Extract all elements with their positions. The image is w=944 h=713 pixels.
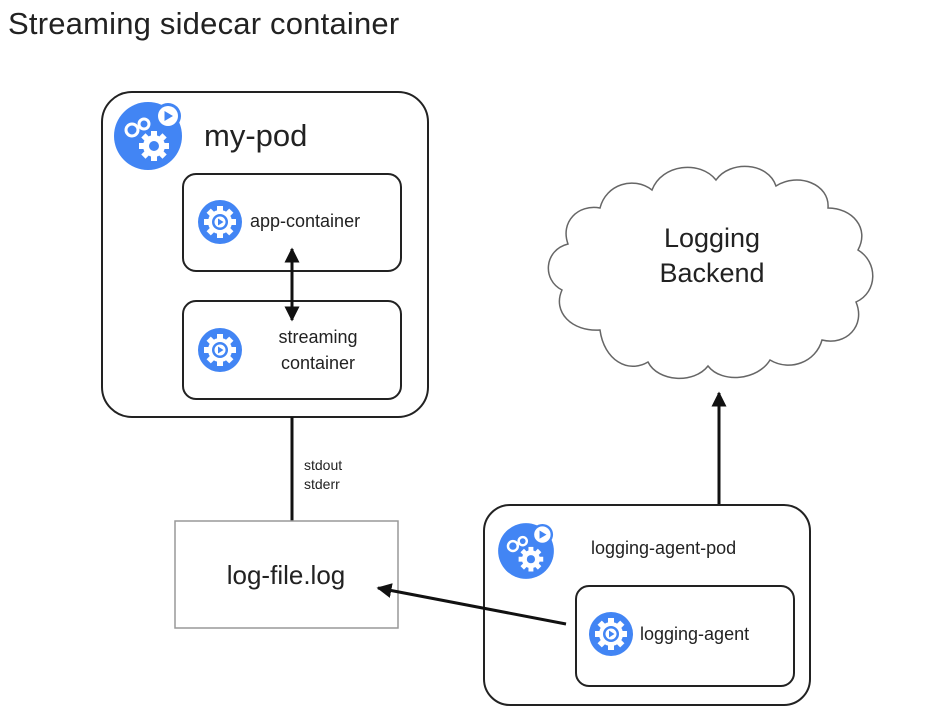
logging-agent-label: logging-agent: [640, 624, 749, 644]
log-file-label: log-file.log: [227, 560, 346, 590]
container-gear-play-icon: [589, 612, 633, 656]
stdout-label: stdout: [304, 457, 342, 473]
logging-agent-box: [575, 585, 795, 687]
container-gear-play-icon: [198, 328, 242, 372]
logging-backend-line1: Logging: [664, 223, 760, 253]
pod-gears-play-icon: [112, 100, 184, 172]
page-title: Streaming sidecar container: [8, 6, 400, 41]
pod-gears-play-icon: [496, 521, 556, 581]
app-container-label: app-container: [250, 211, 360, 231]
container-gear-play-icon: [198, 200, 242, 244]
agent-logfile-arrow: [376, 583, 567, 626]
log-file-box: [174, 520, 399, 629]
logging-backend-line2: Backend: [659, 258, 764, 288]
streaming-container-label-line1: streaming: [278, 327, 357, 347]
cloud-shape: [547, 165, 874, 379]
my-pod-label: my-pod: [204, 118, 307, 153]
stderr-label: stderr: [304, 476, 340, 492]
streaming-container-label-line2: container: [281, 353, 355, 373]
logging-agent-pod-label: logging-agent-pod: [591, 538, 736, 558]
